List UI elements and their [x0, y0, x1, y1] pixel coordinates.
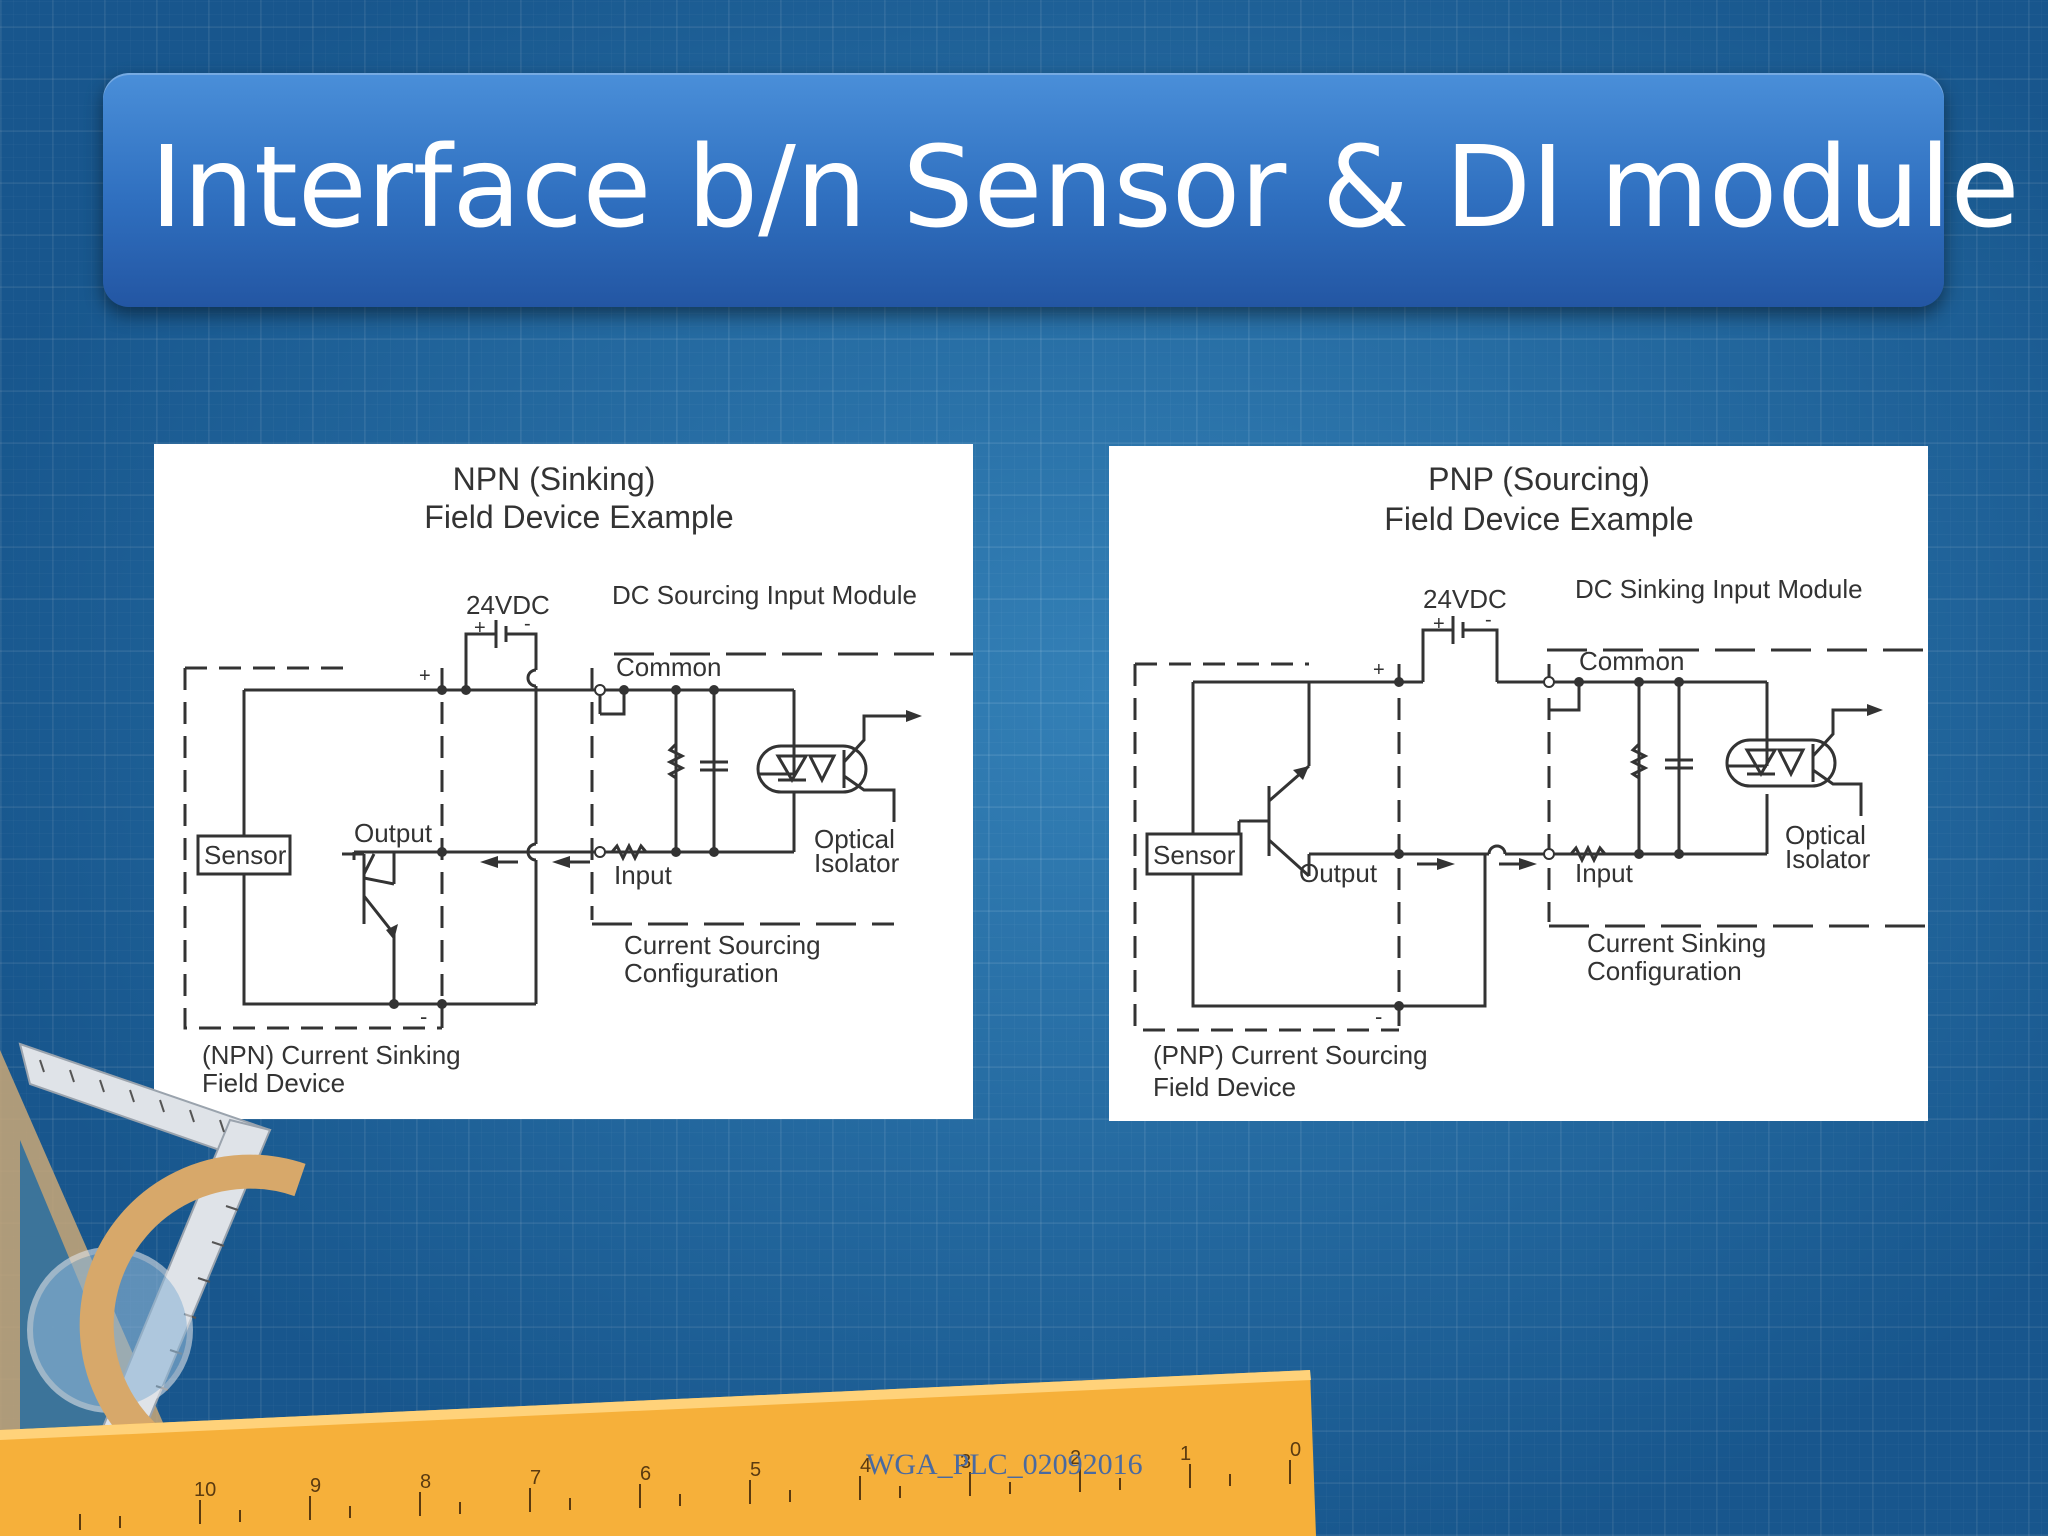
svg-text:1: 1 [1180, 1443, 1191, 1465]
pnp-config-line1: Current Sinking [1587, 928, 1766, 958]
svg-text:5: 5 [750, 1459, 761, 1481]
pnp-title-line1: PNP (Sourcing) [1428, 461, 1650, 497]
npn-isolator-line2: Isolator [814, 848, 900, 878]
svg-text:9: 9 [310, 1475, 321, 1497]
npn-minus-device: - [420, 1004, 427, 1029]
npn-circuit: NPN (Sinking) Field Device Example 24VDC… [183, 461, 973, 1098]
npn-config-line1: Current Sourcing [624, 930, 821, 960]
ruler-numbers: 0 1 2 3 4 5 6 7 8 9 10 [194, 1439, 1301, 1501]
title-bar [103, 73, 1944, 307]
svg-text:3: 3 [960, 1451, 971, 1473]
pnp-output-label: Output [1299, 858, 1378, 888]
npn-minus-top: - [524, 613, 531, 635]
svg-text:8: 8 [420, 1471, 431, 1493]
pnp-supply-label: 24VDC [1423, 584, 1507, 614]
npn-wiring [183, 620, 973, 1030]
npn-input-label: Input [614, 860, 673, 890]
pnp-minus-device: - [1375, 1004, 1382, 1029]
pnp-minus-top: - [1485, 609, 1492, 631]
footer-text: WGA_PLC_02092016 [866, 1448, 1143, 1481]
slide-title: Interface b/n Sensor & DI module [150, 123, 2020, 253]
pnp-input-label: Input [1575, 858, 1634, 888]
pnp-markers [1293, 676, 1883, 1011]
pnp-module-label: DC Sinking Input Module [1575, 574, 1863, 604]
pnp-sensor-box [1145, 832, 1243, 876]
npn-config-line2: Configuration [624, 958, 779, 988]
npn-supply-label: 24VDC [466, 590, 550, 620]
pnp-plus-top: + [1433, 613, 1445, 635]
drafting-tools-illustration: 0 1 2 3 4 5 6 7 8 9 10 [0, 1042, 1316, 1536]
npn-sensor-label: Sensor [204, 840, 287, 870]
npn-diagram-panel: NPN (Sinking) Field Device Example 24VDC… [154, 444, 973, 1119]
svg-text:2: 2 [1070, 1447, 1081, 1469]
svg-text:7: 7 [530, 1467, 541, 1489]
ruler-ticks [79, 1460, 1291, 1530]
ruler: 0 1 2 3 4 5 6 7 8 9 10 [0, 1370, 1316, 1536]
npn-common-label: Common [616, 652, 721, 682]
npn-plus-top: + [474, 617, 486, 639]
svg-text:4: 4 [860, 1455, 871, 1477]
pnp-title-line2: Field Device Example [1384, 501, 1693, 537]
pnp-plus-device: + [1373, 659, 1385, 681]
npn-isolator-line1: Optical [814, 824, 895, 854]
pnp-diagram-panel: PNP (Sourcing) Field Device Example 24VD… [1109, 446, 1928, 1121]
pnp-wiring [1133, 616, 1928, 1032]
svg-text:10: 10 [194, 1479, 216, 1501]
npn-device-line1: (NPN) Current Sinking [202, 1040, 461, 1070]
npn-module-label: DC Sourcing Input Module [612, 580, 917, 610]
pnp-isolator-line2: Isolator [1785, 844, 1871, 874]
pnp-device-line1: (PNP) Current Sourcing [1153, 1040, 1428, 1070]
pnp-isolator-line1: Optical [1785, 820, 1866, 850]
npn-sensor-box [196, 834, 292, 876]
npn-title-line1: NPN (Sinking) [453, 461, 656, 497]
pnp-circuit: PNP (Sourcing) Field Device Example 24VD… [1133, 461, 1928, 1102]
npn-plus-device: + [419, 665, 431, 687]
npn-device-line2: Field Device [202, 1068, 345, 1098]
pnp-common-label: Common [1579, 646, 1684, 676]
npn-title-line2: Field Device Example [424, 499, 733, 535]
npn-output-label: Output [354, 818, 433, 848]
pnp-device-line2: Field Device [1153, 1072, 1296, 1102]
svg-text:6: 6 [640, 1463, 651, 1485]
svg-text:0: 0 [1290, 1439, 1301, 1461]
pnp-config-line2: Configuration [1587, 956, 1742, 986]
npn-markers [386, 684, 922, 1009]
pnp-sensor-label: Sensor [1153, 840, 1236, 870]
